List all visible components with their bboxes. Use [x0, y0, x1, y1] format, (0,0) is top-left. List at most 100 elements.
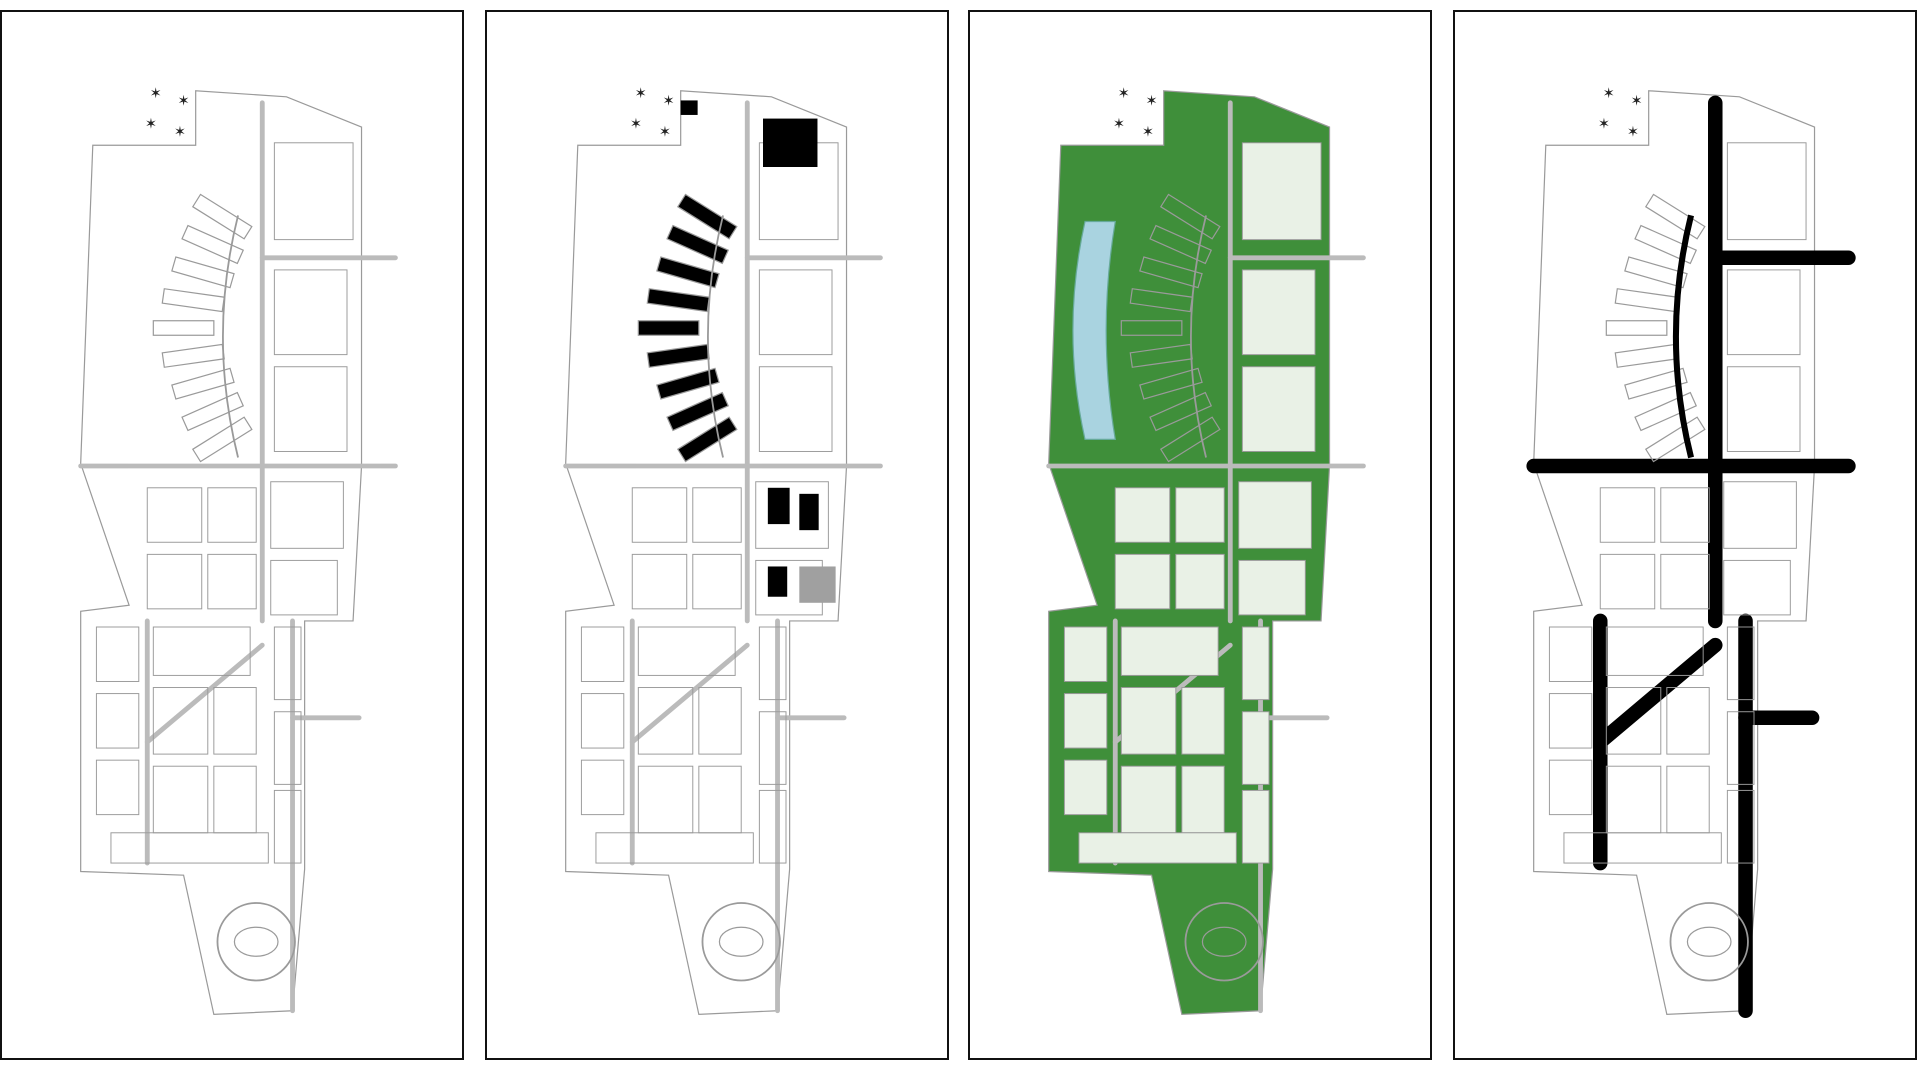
- city-block: [1599, 553, 1656, 610]
- site-boundary: [1533, 90, 1816, 1015]
- crescent-building: [161, 288, 225, 313]
- city-block: [1241, 366, 1316, 452]
- city-block: [273, 366, 348, 452]
- stadium-field: [1201, 926, 1247, 957]
- city-block: [758, 789, 787, 864]
- road: [629, 642, 750, 745]
- city-block: [1238, 559, 1306, 616]
- panel-site-plan-base: ✶✶✶✶: [0, 10, 464, 1060]
- crescent-arc: [222, 215, 239, 458]
- city-block: [1726, 626, 1755, 701]
- stadium: [216, 902, 296, 982]
- stadium-field: [718, 926, 764, 957]
- building: [763, 118, 818, 167]
- tree-icon: ✶: [659, 125, 671, 141]
- crescent-building: [676, 416, 738, 463]
- city-block: [637, 626, 736, 676]
- city-block: [152, 765, 209, 834]
- crescent-building: [171, 367, 235, 400]
- city-block: [1548, 626, 1593, 682]
- city-block: [1548, 759, 1593, 816]
- crescent-building: [1139, 367, 1203, 400]
- crescent-building: [1159, 416, 1221, 463]
- city-block: [698, 765, 742, 834]
- city-block: [207, 553, 257, 610]
- city-block: [1723, 559, 1791, 616]
- city-block: [758, 366, 833, 452]
- city-block: [1238, 481, 1312, 549]
- city-block: [273, 269, 348, 356]
- city-block: [1175, 487, 1225, 543]
- city-block: [152, 626, 251, 676]
- plan-svg: ✶✶✶✶: [1046, 86, 1366, 1015]
- crescent-building: [1634, 224, 1698, 265]
- gray-block: [799, 566, 836, 603]
- tree-icon: ✶: [178, 93, 190, 109]
- crescent-building: [181, 224, 245, 265]
- city-block: [152, 687, 209, 755]
- tree-icon: ✶: [1627, 125, 1639, 141]
- crescent-arc: [1190, 215, 1207, 458]
- city-block: [1120, 626, 1219, 676]
- city-block: [758, 269, 833, 356]
- road: [144, 642, 265, 745]
- crescent-building: [1624, 256, 1688, 289]
- crescent-building: [1149, 224, 1213, 265]
- crescent-building: [646, 288, 710, 313]
- stadium-field: [1686, 926, 1732, 957]
- city-block: [758, 626, 787, 701]
- crescent-building: [676, 193, 738, 240]
- crescent-building: [1605, 320, 1668, 336]
- city-block: [1120, 687, 1177, 755]
- city-block: [1181, 765, 1225, 834]
- city-block: [580, 693, 625, 749]
- building: [767, 487, 790, 525]
- tree-icon: ✶: [1631, 93, 1643, 109]
- crescent-building: [646, 343, 710, 368]
- site-boundary: [80, 90, 363, 1015]
- site-boundary: [565, 90, 848, 1015]
- city-block: [1078, 832, 1237, 864]
- city-block: [637, 687, 694, 755]
- city-block: [1181, 687, 1225, 755]
- city-block: [273, 711, 302, 785]
- city-block: [273, 626, 302, 701]
- tree-icon: ✶: [145, 116, 157, 132]
- city-block: [1063, 693, 1108, 749]
- city-block: [580, 759, 625, 816]
- city-block: [698, 687, 742, 755]
- city-block: [1660, 487, 1710, 543]
- crescent-building: [1624, 367, 1688, 400]
- crescent-building: [191, 416, 253, 463]
- city-block: [1726, 269, 1801, 356]
- tree-icon: ✶: [630, 116, 642, 132]
- city-block: [1063, 626, 1108, 682]
- stadium: [1669, 902, 1749, 982]
- tree-icon: ✶: [1142, 125, 1154, 141]
- crescent-building: [1139, 256, 1203, 289]
- city-block: [631, 553, 688, 610]
- crescent-building: [656, 367, 720, 400]
- city-block: [1114, 487, 1171, 543]
- tree-icon: ✶: [1598, 116, 1610, 132]
- city-block: [1726, 789, 1755, 864]
- city-block: [146, 487, 203, 543]
- crescent-building: [161, 343, 225, 368]
- city-block: [1723, 481, 1797, 549]
- city-block: [595, 832, 754, 864]
- city-block: [95, 759, 140, 816]
- tree-icon: ✶: [174, 125, 186, 141]
- tree-icon: ✶: [1113, 116, 1125, 132]
- city-block: [1120, 765, 1177, 834]
- plan-svg: ✶✶✶✶: [78, 86, 398, 1015]
- tree-icon: ✶: [663, 93, 675, 109]
- city-block: [213, 687, 257, 755]
- crescent-building: [1614, 343, 1678, 368]
- city-block: [207, 487, 257, 543]
- city-block: [1114, 553, 1171, 610]
- crescent-building: [1634, 391, 1698, 432]
- city-block: [1241, 269, 1316, 356]
- city-block: [1241, 789, 1270, 864]
- tree-icon: ✶: [1603, 86, 1615, 102]
- road: [1593, 637, 1723, 750]
